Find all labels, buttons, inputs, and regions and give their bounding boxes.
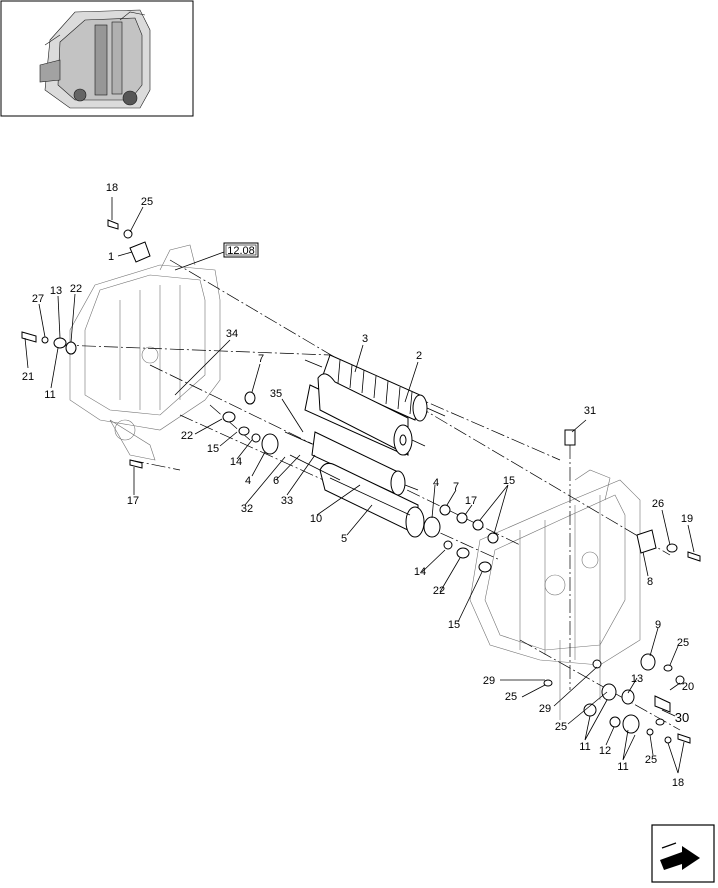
roller-3	[304, 373, 426, 456]
roller-2-fluted	[304, 354, 446, 422]
callout-13: 13	[631, 673, 643, 685]
callout-11: 11	[617, 761, 628, 773]
callout-25: 25	[645, 754, 657, 766]
callout-7: 7	[258, 353, 264, 365]
callout-17: 17	[127, 495, 139, 507]
callout-2: 2	[416, 350, 422, 362]
callout-11: 11	[44, 389, 55, 401]
left-frame	[69, 244, 221, 461]
callout-20: 20	[682, 681, 694, 693]
callout-15: 15	[207, 443, 219, 455]
callout-8: 8	[647, 576, 653, 588]
right-hardware	[423, 429, 701, 744]
callout-15: 15	[503, 475, 515, 487]
leader-lines	[24, 197, 695, 774]
callout-26: 26	[652, 498, 664, 510]
right-frame	[469, 469, 641, 720]
callout-17: 17	[465, 495, 477, 507]
next-page-arrow-icon[interactable]	[651, 824, 715, 883]
callout-25: 25	[677, 637, 689, 649]
roller-5	[319, 462, 425, 538]
callout-25: 25	[555, 721, 567, 733]
reference-label: 12.08	[227, 245, 255, 257]
thumbnail-view	[0, 0, 194, 117]
callout-30: 30	[675, 710, 689, 725]
roller-10	[284, 431, 419, 496]
callout-25: 25	[505, 691, 517, 703]
callout-13: 13	[50, 285, 62, 297]
callout-14: 14	[230, 456, 242, 468]
callout-19: 19	[681, 513, 693, 525]
callout-labels: 18 25 1 27 13 22 21 11 34 3 2 7 35 22 15…	[22, 182, 694, 789]
callout-33: 33	[281, 495, 293, 507]
reference-link-12-08[interactable]: 12.08	[174, 242, 259, 271]
callout-15: 15	[448, 619, 460, 631]
callout-22: 22	[181, 430, 193, 442]
callout-14: 14	[414, 566, 426, 578]
callout-29: 29	[483, 675, 495, 687]
callout-22: 22	[70, 283, 82, 295]
callout-31: 31	[584, 405, 596, 417]
callout-5: 5	[341, 533, 347, 545]
callout-7: 7	[453, 481, 459, 493]
callout-18: 18	[106, 182, 118, 194]
callout-4: 4	[245, 475, 251, 487]
callout-34: 34	[226, 328, 238, 340]
callout-3: 3	[362, 333, 368, 345]
callout-18: 18	[672, 777, 684, 789]
callout-4: 4	[433, 477, 439, 489]
callout-6: 6	[273, 475, 279, 487]
callout-32: 32	[241, 503, 253, 515]
callout-21: 21	[22, 371, 34, 383]
callout-35: 35	[270, 388, 282, 400]
callout-11: 11	[579, 741, 590, 753]
callout-27: 27	[32, 293, 44, 305]
callout-10: 10	[310, 513, 322, 525]
callout-25: 25	[141, 196, 153, 208]
callout-12: 12	[599, 745, 611, 757]
callout-29: 29	[539, 703, 551, 715]
callout-22: 22	[433, 585, 445, 597]
callout-1: 1	[108, 251, 114, 263]
callout-9: 9	[655, 619, 661, 631]
